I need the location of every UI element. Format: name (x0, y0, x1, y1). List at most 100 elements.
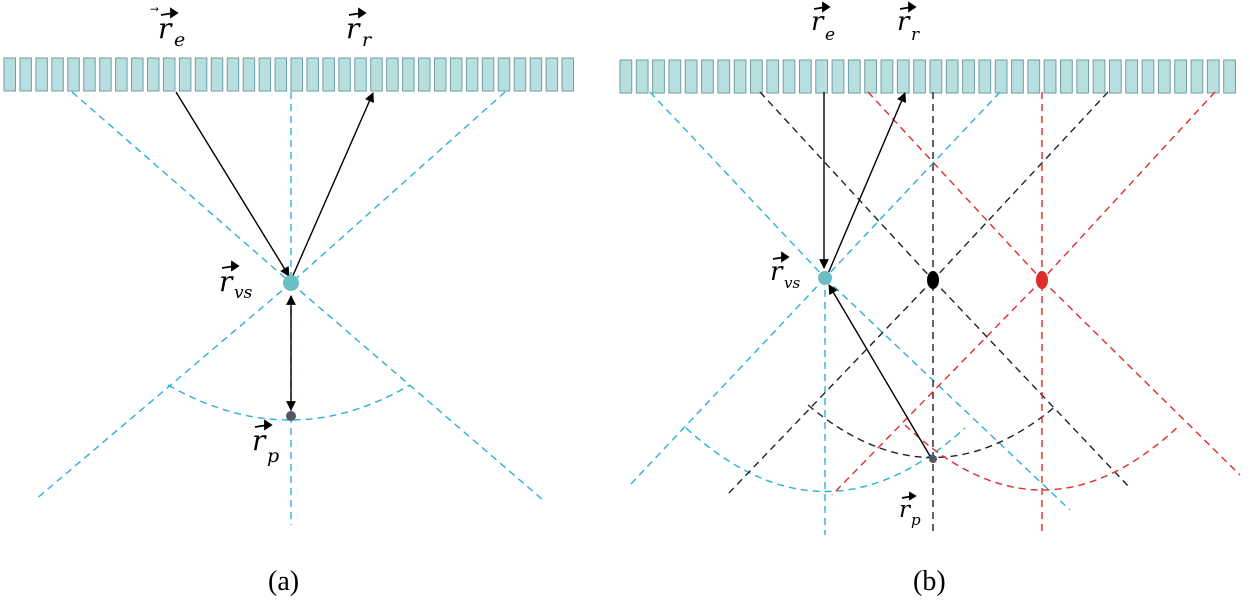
transducer-element (51, 57, 64, 92)
red-wavefront-b (904, 424, 1181, 491)
transducer-element (434, 57, 447, 92)
black-line-b-2 (932, 91, 1109, 281)
transducer-element (896, 59, 910, 94)
black-line-b-1 (759, 91, 934, 281)
transducer-element (766, 59, 780, 94)
label-point: r p (252, 424, 279, 467)
svg-text:e: e (825, 25, 835, 45)
transducer-element (619, 59, 633, 94)
transducer-element (701, 59, 714, 94)
receive-arrow (290, 92, 374, 281)
label-emitter-b: r e (811, 7, 835, 45)
transducer-element (529, 57, 543, 92)
depth-arrow-b (828, 284, 931, 457)
svg-text:r: r (346, 12, 361, 45)
transducer-element (99, 57, 112, 92)
transducer-element (306, 57, 319, 92)
virtual-source-point-red (1036, 271, 1048, 289)
transducer-element (978, 59, 992, 94)
transducer-element (481, 57, 495, 92)
cyan-line-b-1 (649, 91, 826, 279)
vector-arrow-marks (160, 1, 917, 501)
transducer-element (354, 57, 367, 92)
cyan-diverging-line-left (71, 91, 292, 284)
transducer-element (1076, 59, 1090, 94)
transducer-element (338, 57, 351, 92)
transducer-element (1108, 59, 1122, 94)
transducer-element (449, 57, 463, 92)
panel-a: r e ⃗ r r r vs r p (a) (3, 7, 575, 597)
svg-text:r: r (899, 497, 912, 523)
transducer-element (226, 57, 240, 92)
transducer-element (1190, 59, 1204, 94)
red-line-b-3 (831, 279, 1043, 496)
transducer-element (1174, 59, 1187, 94)
svg-text:r: r (897, 7, 911, 37)
virtual-source-point-cyan (818, 271, 832, 285)
transducer-array-b (619, 59, 1236, 94)
transducer-element (880, 59, 894, 94)
transducer-element (1206, 59, 1220, 94)
transducer-element (418, 57, 431, 92)
transducer-element (497, 57, 511, 92)
svg-text:p: p (267, 445, 279, 467)
svg-text:p: p (911, 511, 921, 529)
label-virtual-source-b: r vs (770, 257, 800, 292)
svg-text:r: r (911, 25, 920, 45)
svg-text:r: r (362, 29, 373, 51)
transducer-element (652, 59, 665, 94)
transducer-element (1157, 59, 1171, 94)
transducer-element (1092, 59, 1106, 94)
label-receiver: r r (346, 12, 373, 51)
transducer-element (178, 57, 192, 92)
transducer-element (83, 57, 96, 92)
svg-text:⃗: ⃗ (150, 7, 159, 11)
transducer-element (815, 59, 829, 94)
transducer-element (370, 57, 383, 92)
transducer-element (19, 57, 32, 92)
transducer-element (750, 59, 763, 94)
caption-b: (b) (913, 566, 946, 597)
transducer-element (465, 57, 479, 92)
cyan-line-b-3 (629, 277, 826, 486)
transducer-element (545, 57, 559, 92)
transducer-element (513, 57, 527, 92)
svg-text:r: r (770, 257, 784, 287)
black-line-b-4 (932, 279, 1131, 489)
transducer-element (194, 57, 208, 92)
caption-a: (a) (268, 566, 299, 597)
transducer-element (115, 57, 128, 92)
transducer-element (1125, 59, 1139, 94)
transducer-element (929, 59, 943, 94)
panel-b: r e r r r vs r p (b) (619, 7, 1241, 597)
transducer-element (1223, 59, 1236, 94)
transducer-element (635, 59, 649, 94)
transducer-element (258, 57, 272, 92)
svg-text:r: r (158, 12, 173, 45)
transducer-element (274, 57, 288, 92)
transducer-element (913, 59, 926, 94)
transducer-element (831, 59, 845, 94)
image-point-b (929, 455, 937, 463)
transducer-array-a (3, 57, 575, 92)
transducer-element (386, 57, 399, 92)
transducer-element (242, 57, 256, 92)
red-line-b-1 (867, 91, 1043, 281)
transducer-element (162, 57, 176, 92)
red-line-b-2 (1041, 91, 1216, 281)
transducer-element (1011, 59, 1024, 94)
image-point (286, 411, 296, 421)
transducer-element (322, 57, 335, 92)
svg-text:e: e (174, 29, 185, 51)
svg-text:r: r (811, 7, 825, 37)
receive-arrow-b (826, 92, 907, 277)
transducer-element (3, 57, 16, 92)
transducer-element (945, 59, 959, 94)
black-line-b-3 (726, 279, 934, 496)
label-receiver-b: r r (897, 7, 920, 45)
transducer-element (147, 57, 160, 92)
label-point-b: r p (899, 497, 921, 529)
transducer-element (782, 59, 796, 94)
cyan-line-b-2 (824, 91, 1001, 279)
virtual-source-point (283, 275, 299, 291)
